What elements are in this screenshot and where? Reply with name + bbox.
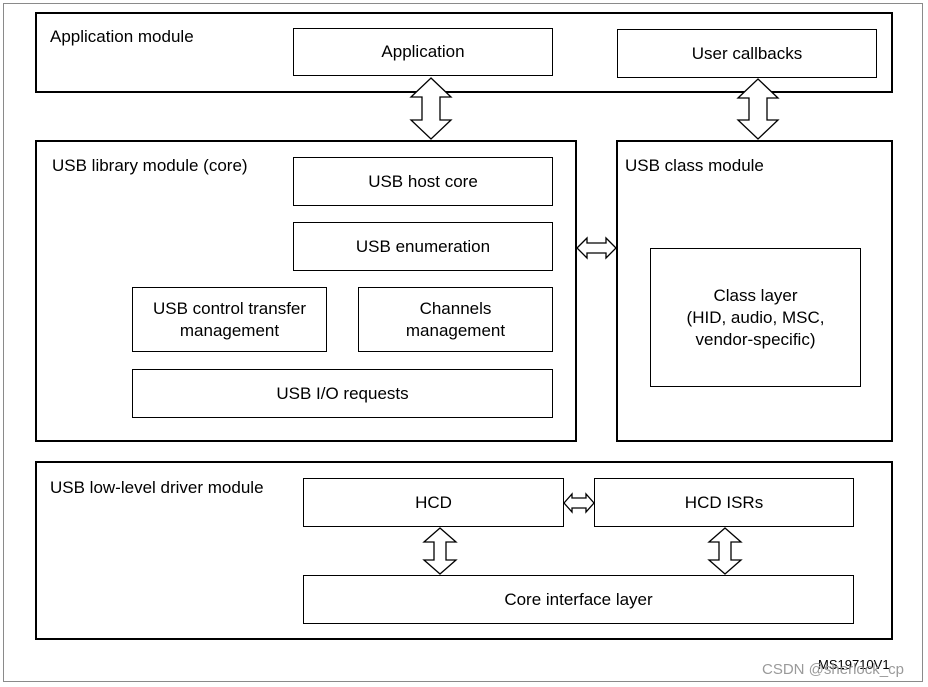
library-class-double-arrow-icon [576,236,617,260]
usb-class-module-label: USB class module [625,156,764,175]
figure-id: MS19710V1 [818,657,890,672]
low-level-driver-module-label: USB low-level driver module [50,478,264,497]
application-library-double-arrow-icon [409,77,453,140]
usb-enumeration-box: USB enumeration [293,222,553,271]
usb-control-transfer-box: USB control transfer management [132,287,327,352]
usb-host-core-box: USB host core [293,157,553,206]
application-box: Application [293,28,553,76]
watermark: CSDN @sherlock_cp [762,661,904,678]
application-module-label: Application module [50,27,194,46]
hcd-isrs-box: HCD ISRs [594,478,854,527]
diagram-frame [3,3,923,682]
hcd-isrs-double-arrow-icon [563,492,595,514]
usb-library-module-label: USB library module (core) [52,156,248,175]
core-interface-layer-box: Core interface layer [303,575,854,624]
isrs-core-double-arrow-icon [707,527,743,575]
hcd-box: HCD [303,478,564,527]
user-callbacks-box: User callbacks [617,29,877,78]
hcd-core-double-arrow-icon [422,527,458,575]
channels-management-box: Channels management [358,287,553,352]
usb-io-requests-box: USB I/O requests [132,369,553,418]
class-layer-box: Class layer (HID, audio, MSC, vendor-spe… [650,248,861,387]
callbacks-class-double-arrow-icon [736,78,780,140]
